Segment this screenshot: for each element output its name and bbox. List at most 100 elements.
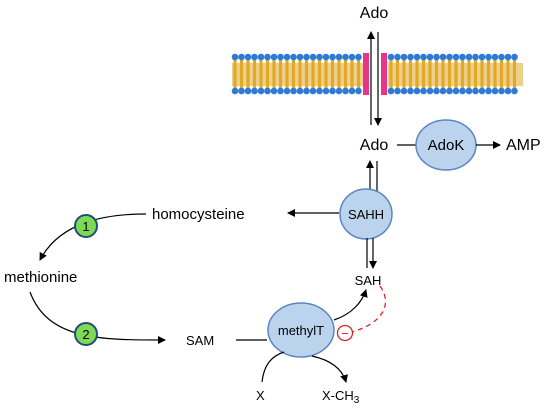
lipid-head [485, 87, 492, 95]
lipid-head [400, 53, 408, 61]
lipid-head [407, 87, 414, 95]
lipid-head [498, 53, 505, 61]
membrane-channel-right [381, 53, 387, 95]
step-2-badge [74, 322, 98, 346]
membrane-channel-left [363, 53, 369, 95]
lipid-head [485, 53, 492, 61]
methylt-enzyme [267, 302, 335, 358]
x-ch3-text: X-CH [322, 388, 354, 403]
methylt-to-xch3-arrow [311, 355, 348, 383]
lipid-head [309, 53, 317, 61]
lipid-head [465, 87, 473, 95]
lipid-head [329, 53, 336, 61]
lipid-head [348, 53, 356, 61]
lipid-head [231, 87, 239, 95]
lipid-head [251, 87, 258, 95]
lipid-head [316, 53, 323, 61]
inhibition-badge [336, 324, 354, 342]
lipid-head [452, 87, 460, 95]
methylt-to-sah-arrow [333, 289, 368, 321]
lipid-head [270, 53, 278, 61]
lipid-tail [337, 60, 341, 89]
lipid-tail [324, 60, 328, 89]
lipid-head [478, 87, 486, 95]
lipid-head [303, 87, 310, 95]
lipid-tail [330, 60, 335, 89]
lipid-tail [486, 60, 491, 89]
homocysteine-label: homocysteine [152, 206, 245, 223]
x-text: X [256, 388, 265, 403]
lipid-head [478, 53, 486, 61]
lipid-head [387, 53, 395, 61]
lipid-head [296, 53, 304, 61]
lipid-head [355, 87, 362, 95]
lipid-head [322, 53, 330, 61]
lipid-tail [402, 60, 406, 89]
lipid-head [283, 53, 291, 61]
lipid-head [342, 87, 349, 95]
sahh-label: SAHH [348, 207, 384, 222]
lipid-head [335, 53, 343, 61]
lipid-head [420, 53, 427, 61]
lipid-tail [291, 60, 296, 89]
lipid-tail [311, 60, 315, 89]
lipid-head [322, 87, 330, 95]
lipid-tail [278, 60, 283, 89]
sam-label: SAM [186, 333, 214, 348]
lipid-head [270, 87, 278, 95]
lipid-tail [259, 60, 263, 89]
lipid-tail [454, 60, 458, 89]
lipid-tail [356, 60, 361, 89]
lipid-tail [480, 60, 484, 89]
lipid-tail [239, 60, 244, 89]
lipid-head [439, 53, 447, 61]
lipid-head [472, 53, 479, 61]
lipid-tail [304, 60, 309, 89]
lipid-tail [350, 60, 354, 89]
lipid-head [452, 53, 460, 61]
lipid-head [472, 87, 479, 95]
lipid-tail [467, 60, 471, 89]
lipid-tail [285, 60, 289, 89]
lipid-head [238, 87, 245, 95]
x-label: X [256, 388, 265, 403]
ado-intracellular-label: Ado [360, 137, 389, 154]
lipid-tail [252, 60, 257, 89]
lipid-head [316, 87, 323, 95]
sah-label: SAH [355, 273, 382, 288]
lipid-head [244, 87, 252, 95]
lipid-head [511, 53, 518, 61]
lipid-head [491, 53, 499, 61]
step-1-number: 1 [82, 219, 89, 234]
x-ch3-subscript: 3 [354, 395, 360, 406]
lipid-head [426, 53, 434, 61]
lipid-head [446, 87, 453, 95]
lipid-head [277, 87, 284, 95]
lipid-head [413, 87, 421, 95]
lipid-head [498, 87, 505, 95]
lipid-tail [512, 60, 517, 89]
lipid-tail [343, 60, 348, 89]
lipid-head [465, 53, 473, 61]
lipid-head [420, 87, 427, 95]
lipid-head [231, 53, 239, 61]
lipid-head [426, 87, 434, 95]
lipid-head [394, 87, 401, 95]
lipid-tail [298, 60, 302, 89]
lipid-head [400, 87, 408, 95]
lipid-head [290, 53, 297, 61]
lipid-head [433, 53, 440, 61]
lipid-tail [473, 60, 478, 89]
lipid-tail [441, 60, 445, 89]
step-1-badge [74, 214, 98, 238]
lipid-head [504, 87, 512, 95]
lipid-head [413, 53, 421, 61]
lipid-tail [447, 60, 452, 89]
lipid-head [387, 87, 395, 95]
lipid-head [257, 87, 265, 95]
lipid-head [335, 87, 343, 95]
lipid-tail [428, 60, 432, 89]
adok-label: AdoK [428, 137, 465, 154]
lipid-head [446, 53, 453, 61]
lipid-head [283, 87, 291, 95]
